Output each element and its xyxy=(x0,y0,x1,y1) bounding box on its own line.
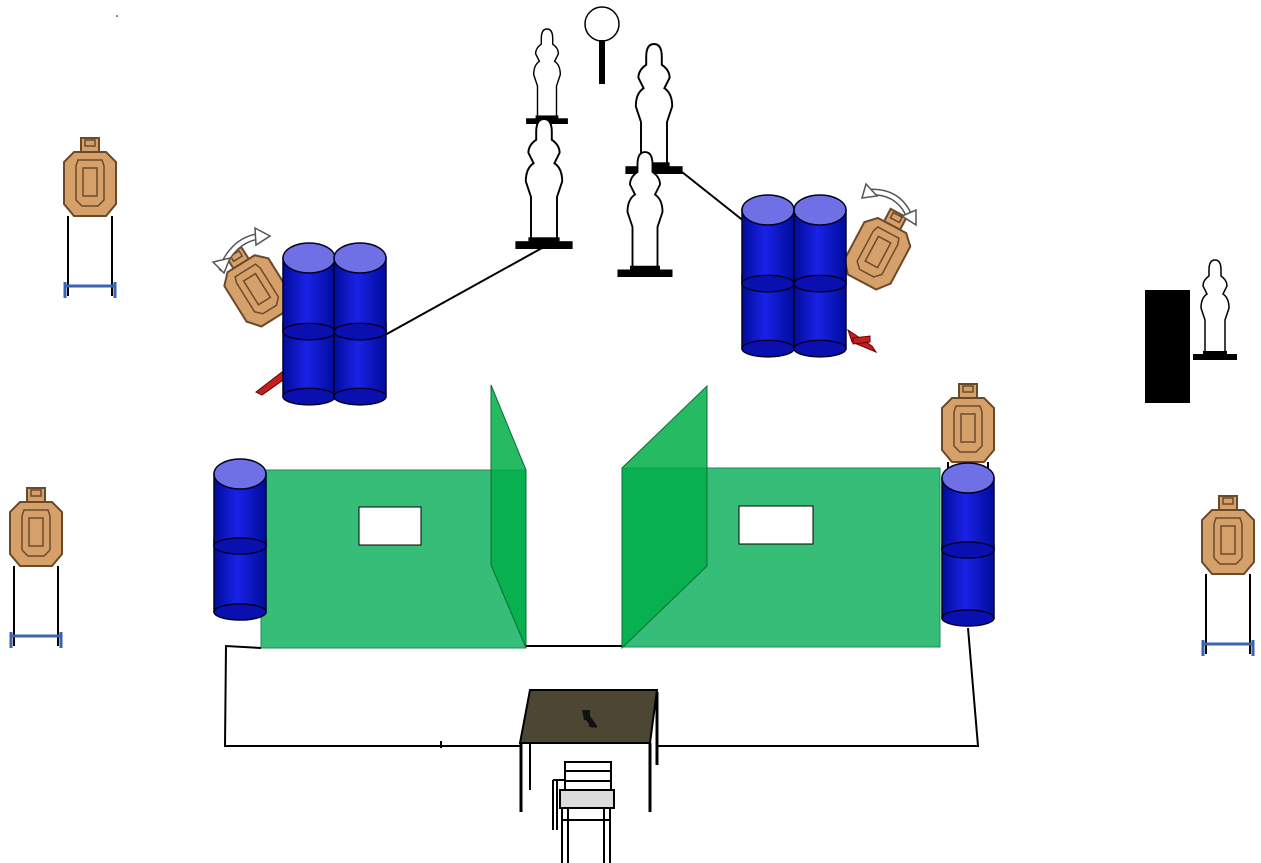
steel-popper xyxy=(584,6,620,84)
black-barricade xyxy=(1145,290,1190,403)
wall-left xyxy=(260,384,527,649)
paper-target-left-upper xyxy=(63,137,117,300)
no-shoot-target-center-3 xyxy=(514,118,574,250)
paper-target-left-lower xyxy=(9,487,63,650)
shooting-port-left xyxy=(358,506,422,546)
swing-arrow-icon xyxy=(860,182,917,227)
paper-target-right-lower xyxy=(1201,495,1255,658)
activation-wire-right xyxy=(681,171,746,223)
shooting-area-boundary xyxy=(223,627,980,748)
shooting-port-right xyxy=(738,505,814,545)
barrel-wall-left xyxy=(213,458,267,621)
swing-arrow-icon xyxy=(211,226,272,275)
swinger-target-left xyxy=(210,226,299,396)
barrel-wall-right xyxy=(941,462,995,627)
no-shoot-target-right xyxy=(1192,259,1238,361)
wall-right xyxy=(621,384,941,650)
pistol-icon xyxy=(582,710,598,728)
swinger-target-right xyxy=(838,182,923,354)
no-shoot-target-center-1 xyxy=(525,28,569,125)
activation-wire-left xyxy=(384,247,543,336)
barrel-stack-right xyxy=(741,194,847,358)
chair xyxy=(552,761,615,863)
barrel-stack-left xyxy=(282,242,387,406)
no-shoot-target-center-2 xyxy=(624,43,684,175)
start-table xyxy=(518,689,659,812)
stray-dot xyxy=(116,15,118,17)
